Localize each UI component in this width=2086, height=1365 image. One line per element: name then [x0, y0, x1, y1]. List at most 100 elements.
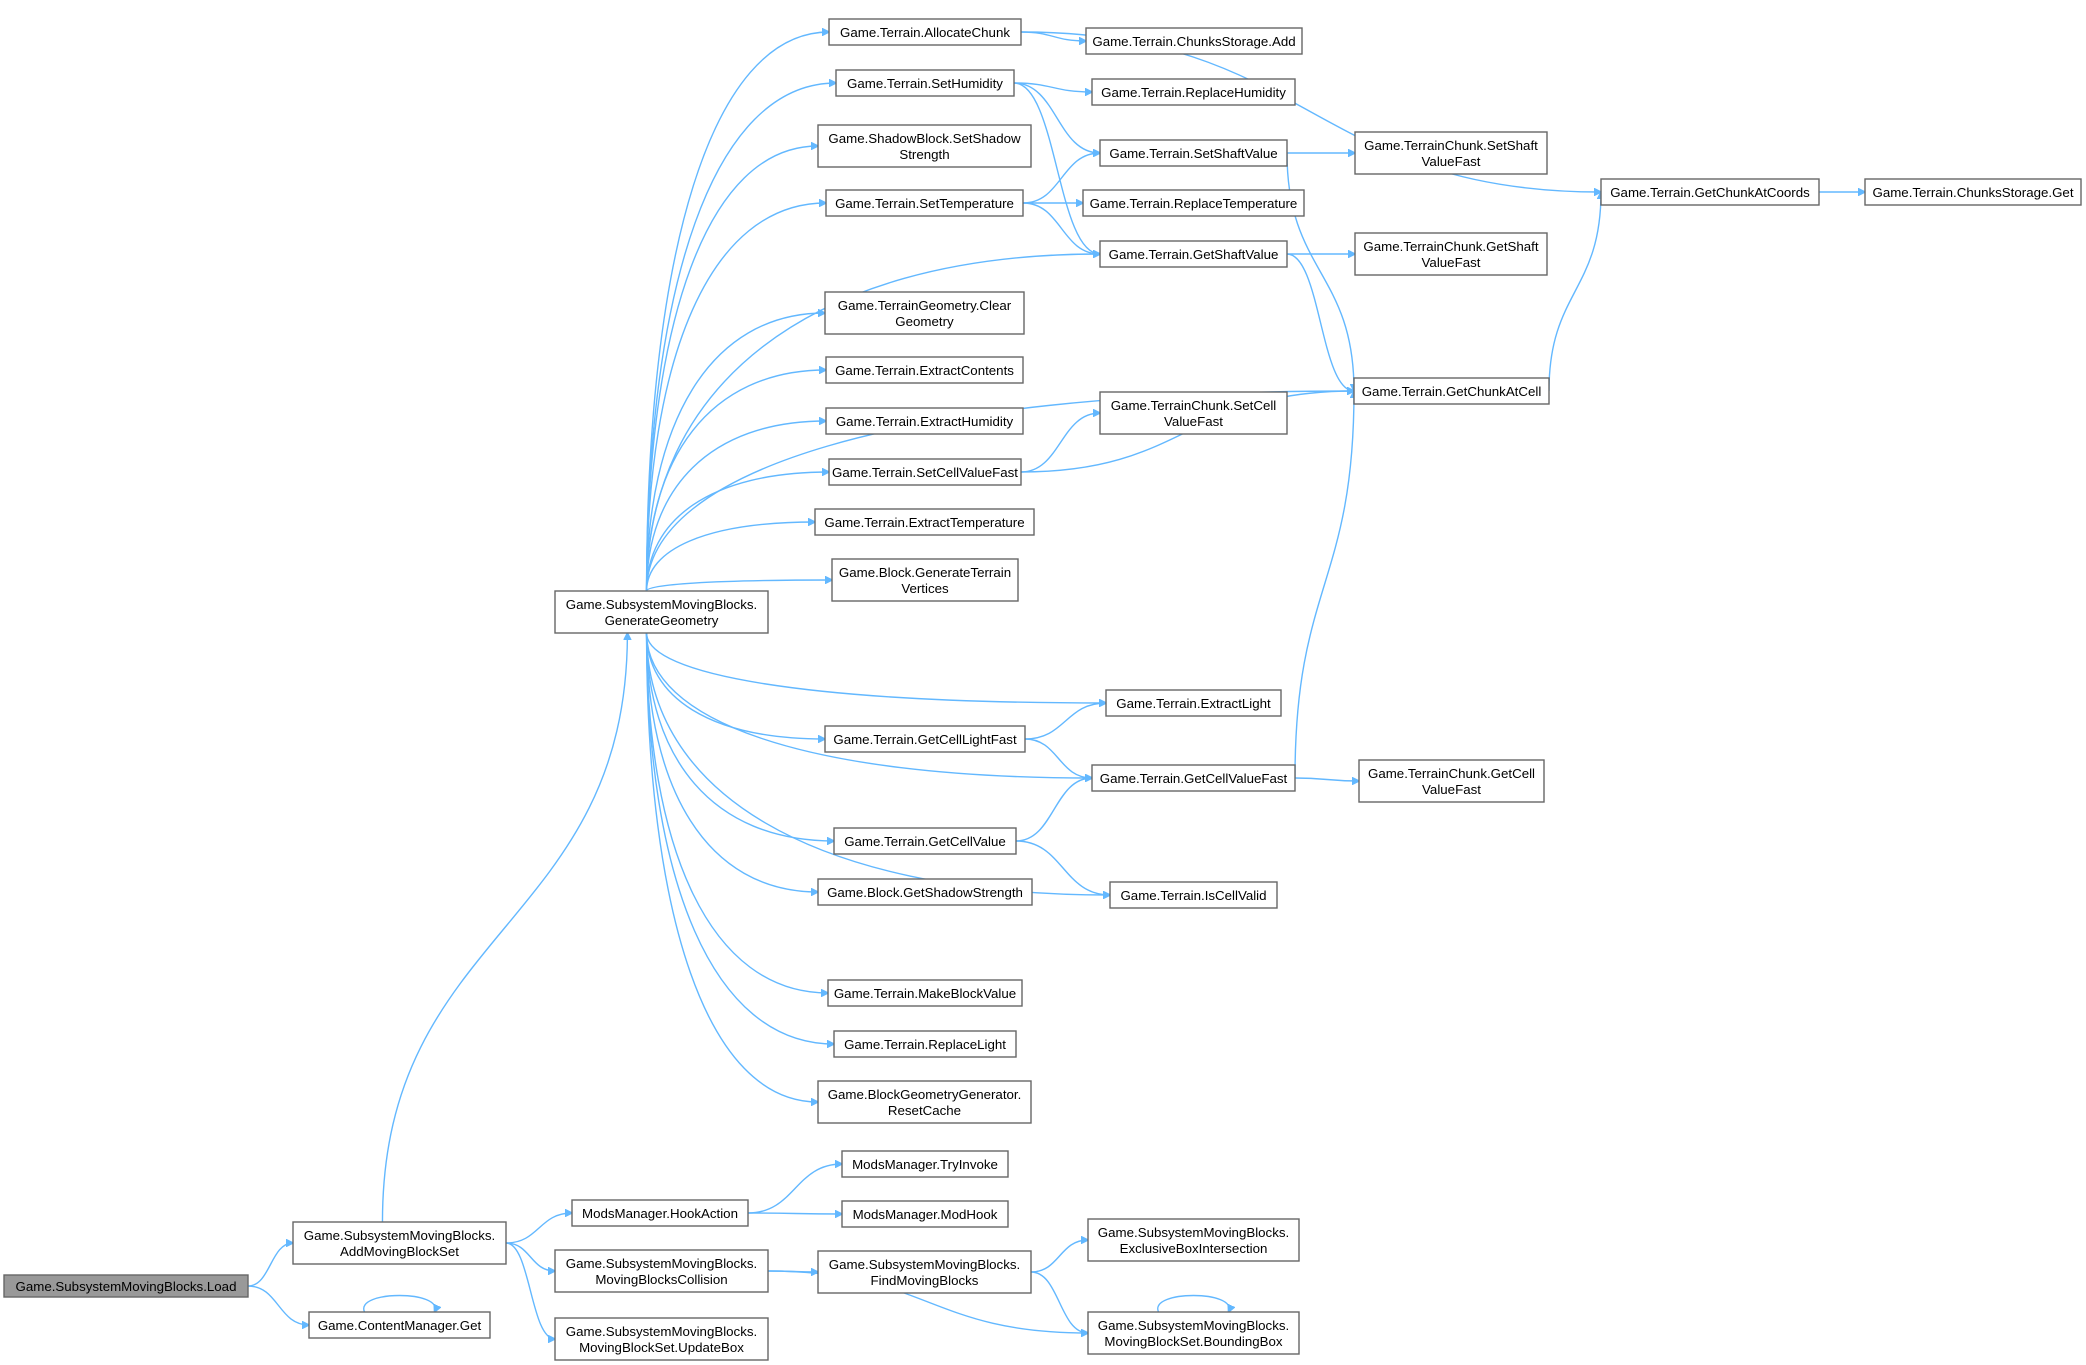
edge-getcellfast-to-tcgetcell [1294, 778, 1359, 781]
node-box [824, 291, 1025, 335]
node-setcellfast[interactable]: Game.Terrain.SetCellValueFast [828, 458, 1022, 486]
node-resetcache[interactable]: Game.BlockGeometryGenerator.ResetCache [817, 1080, 1032, 1124]
node-mbcollision[interactable]: Game.SubsystemMovingBlocks.MovingBlocksC… [554, 1249, 769, 1293]
node-getshaft[interactable]: Game.Terrain.GetShaftValue [1099, 240, 1288, 268]
node-getcellfast[interactable]: Game.Terrain.GetCellValueFast [1091, 764, 1296, 792]
edge-arrow [645, 632, 818, 1102]
node-load[interactable]: Game.SubsystemMovingBlocks.Load [3, 1274, 249, 1298]
node-box [817, 878, 1033, 906]
edge-findmb-to-exclbox [1030, 1240, 1088, 1273]
node-getlightfast[interactable]: Game.Terrain.GetCellLightFast [824, 725, 1026, 753]
node-box [827, 979, 1023, 1007]
edge-gengeo-to-getshadowstr [645, 632, 818, 892]
node-modhook[interactable]: ModsManager.ModHook [841, 1200, 1009, 1228]
node-box [824, 725, 1026, 753]
edge-arrow [645, 632, 825, 739]
node-label: Game.SubsystemMovingBlocks. [566, 1256, 757, 1271]
node-label: ExclusiveBoxIntersection [1120, 1241, 1268, 1256]
edge-findmb-to-boundbox [1030, 1271, 1088, 1333]
node-box [825, 189, 1024, 217]
node-tcgetcell[interactable]: Game.TerrainChunk.GetCellValueFast [1358, 759, 1545, 803]
edge-sethum-to-rephum [1013, 82, 1092, 92]
node-storadd[interactable]: Game.Terrain.ChunksStorage.Add [1085, 27, 1303, 55]
edge-gengeo-to-cleargeo [645, 313, 825, 592]
node-label: Game.Terrain.ExtractHumidity [836, 414, 1014, 429]
node-replight[interactable]: Game.Terrain.ReplaceLight [833, 1030, 1017, 1058]
node-label: Game.Terrain.ChunksStorage.Get [1872, 185, 2073, 200]
node-getshadowstr[interactable]: Game.Block.GetShadowStrength [817, 878, 1033, 906]
edge-arrow [645, 632, 828, 993]
node-boundbox[interactable]: Game.SubsystemMovingBlocks.MovingBlockSe… [1087, 1311, 1300, 1355]
edge-gengeo-to-setcellfast [645, 472, 829, 592]
node-rephum[interactable]: Game.Terrain.ReplaceHumidity [1091, 78, 1296, 106]
node-tcsetcell[interactable]: Game.TerrainChunk.SetCellValueFast [1099, 391, 1288, 435]
node-setshaft[interactable]: Game.Terrain.SetShaftValue [1099, 139, 1288, 167]
edge-getcellfast-to-getchunkcell [1294, 391, 1354, 779]
node-makeblock[interactable]: Game.Terrain.MakeBlockValue [827, 979, 1023, 1007]
node-box [1109, 881, 1278, 909]
node-label: Game.Terrain.ReplaceTemperature [1090, 196, 1298, 211]
node-hookaction[interactable]: ModsManager.HookAction [571, 1199, 749, 1227]
node-box [1105, 689, 1282, 717]
node-getchunkcell[interactable]: Game.Terrain.GetChunkAtCell [1353, 377, 1550, 405]
edge-arrow [1286, 152, 1354, 391]
node-label: ValueFast [1164, 414, 1223, 429]
node-label: Strength [899, 147, 949, 162]
node-cmget[interactable]: Game.ContentManager.Get [308, 1311, 491, 1339]
node-box [1864, 178, 2082, 206]
node-label: MovingBlocksCollision [595, 1272, 727, 1287]
node-box [833, 827, 1017, 855]
node-iscellvalid[interactable]: Game.Terrain.IsCellValid [1109, 881, 1278, 909]
node-box [1087, 1218, 1300, 1262]
node-exthum[interactable]: Game.Terrain.ExtractHumidity [825, 407, 1024, 435]
node-label: MovingBlockSet.UpdateBox [579, 1340, 744, 1355]
node-label: GenerateGeometry [605, 613, 719, 628]
node-label: Game.SubsystemMovingBlocks. [566, 597, 757, 612]
node-exttemp[interactable]: Game.Terrain.ExtractTemperature [814, 508, 1035, 536]
edge-arrow [505, 1242, 555, 1339]
node-label: Game.Terrain.ExtractLight [1116, 696, 1271, 711]
edge-getshaft-to-getchunkcell [1286, 253, 1354, 391]
edge-gengeo-to-resetcache [645, 632, 818, 1102]
node-box [1099, 240, 1288, 268]
node-sethum[interactable]: Game.Terrain.SetHumidity [835, 69, 1015, 97]
edge-arrow [645, 370, 826, 592]
node-box [828, 458, 1022, 486]
edge-arrow [1024, 738, 1092, 778]
edge-layer [247, 32, 1865, 1339]
node-label: Game.Terrain.SetShaftValue [1109, 146, 1277, 161]
node-label: Vertices [901, 581, 949, 596]
node-getchunkcoords[interactable]: Game.Terrain.GetChunkAtCoords [1600, 178, 1820, 206]
node-tryinvoke[interactable]: ModsManager.TryInvoke [841, 1150, 1009, 1178]
node-label: Game.Terrain.ChunksStorage.Add [1092, 34, 1295, 49]
node-settemp[interactable]: Game.Terrain.SetTemperature [825, 189, 1024, 217]
node-allocchunk[interactable]: Game.Terrain.AllocateChunk [828, 18, 1022, 46]
node-box [1354, 131, 1548, 175]
edge-arrow [1030, 1240, 1088, 1273]
node-box [292, 1221, 507, 1265]
node-addset[interactable]: Game.SubsystemMovingBlocks.AddMovingBloc… [292, 1221, 507, 1265]
node-exclbox[interactable]: Game.SubsystemMovingBlocks.ExclusiveBoxI… [1087, 1218, 1300, 1262]
node-storget[interactable]: Game.Terrain.ChunksStorage.Get [1864, 178, 2082, 206]
node-extcont[interactable]: Game.Terrain.ExtractContents [825, 356, 1024, 384]
node-getcellvalue[interactable]: Game.Terrain.GetCellValue [833, 827, 1017, 855]
edge-settemp-to-getshaft [1022, 202, 1100, 254]
edge-arrow [645, 203, 826, 592]
node-updatebox[interactable]: Game.SubsystemMovingBlocks.MovingBlockSe… [554, 1317, 769, 1361]
edge-arrow [1294, 778, 1359, 781]
edge-arrow [1286, 253, 1354, 391]
node-label: Game.Block.GenerateTerrain [839, 565, 1011, 580]
node-box [554, 590, 769, 634]
node-extlight[interactable]: Game.Terrain.ExtractLight [1105, 689, 1282, 717]
node-gengeo[interactable]: Game.SubsystemMovingBlocks.GenerateGeome… [554, 590, 769, 634]
edge-gengeo-to-replight [645, 632, 834, 1044]
node-findmb[interactable]: Game.SubsystemMovingBlocks.FindMovingBlo… [817, 1250, 1032, 1294]
edge-arrow [1157, 1294, 1230, 1313]
node-reptemp[interactable]: Game.Terrain.ReplaceTemperature [1082, 189, 1305, 217]
